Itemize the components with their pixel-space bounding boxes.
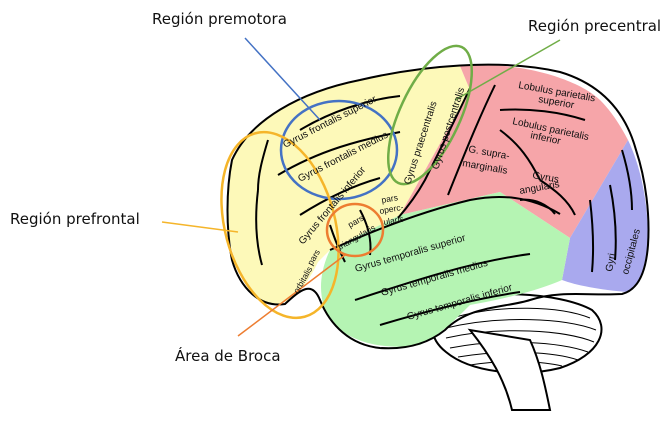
prefrontal-leader — [162, 222, 238, 232]
callout-prefrontal: Región prefrontal — [10, 210, 140, 228]
callout-premotora: Región premotora — [152, 10, 287, 28]
callout-precentral: Región precentral — [528, 17, 661, 35]
callout-broca: Área de Broca — [175, 347, 281, 365]
